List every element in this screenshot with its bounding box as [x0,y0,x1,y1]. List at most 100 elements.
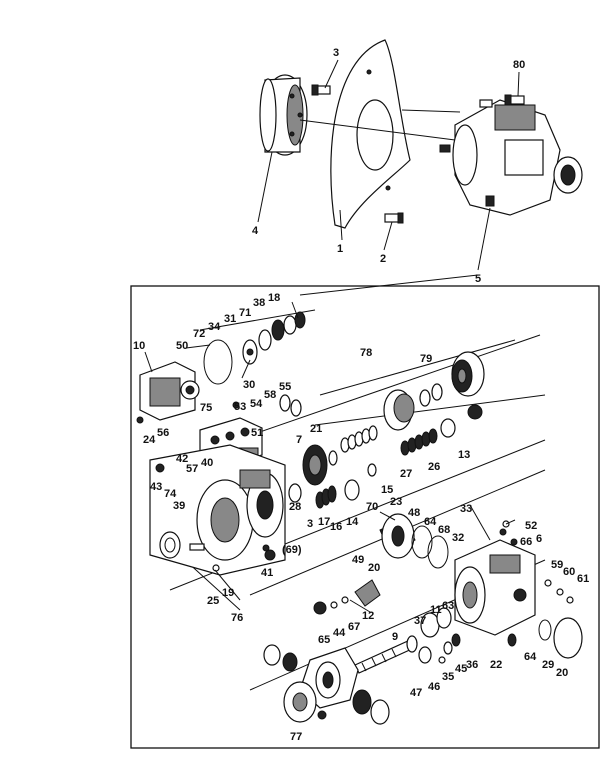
label-20: 20 [368,562,380,574]
label-17: 17 [318,516,330,528]
pin-19 [212,564,220,572]
label-53: 53 [234,401,246,413]
label-10: 10 [133,340,145,352]
label-19: 19 [222,587,234,599]
spool-assembly [288,463,377,509]
ring-13a [440,418,456,438]
label-12: 12 [362,610,374,622]
label-27: 27 [400,468,412,480]
washer-67 [341,596,349,604]
label-67: 67 [348,621,360,633]
label-59: 59 [551,559,563,571]
label-79: 79 [420,353,432,365]
spring-21 [340,425,378,453]
label-60: 60 [563,566,575,578]
label-48: 48 [408,507,420,519]
o-ring-68 [427,535,449,569]
label-40: 40 [201,457,213,469]
seal-ring-inner [164,537,176,553]
label-16: 16 [330,521,342,533]
label-54: 54 [250,398,263,410]
label-61: 61 [577,573,589,585]
label-5: 5 [475,273,481,285]
seal-77d [370,699,390,725]
ring-63 [436,607,452,629]
label-1: 1 [337,243,343,255]
top-assembly [257,39,583,296]
o-ring-50 [203,339,233,385]
ring-58 [279,394,291,412]
label-43: 43 [150,481,162,493]
hydraulic-pump-assembly [439,99,583,216]
ring-45 [443,641,453,655]
label-7: 7 [296,434,302,446]
label-71: 71 [239,307,251,319]
label-75: 75 [200,402,212,414]
label-24: 24 [143,434,156,446]
main-pump-housing [149,444,286,576]
gear-7 [302,444,328,486]
bolt-2 [384,212,404,224]
label-77: 77 [290,731,302,743]
label-33: 33 [460,503,472,515]
label-3b: 3 [307,518,313,530]
front-housing-6 [454,528,536,636]
label-30: 30 [243,379,255,391]
seal-77b [282,652,298,672]
rear-gear-pump [139,361,200,421]
label-51: 51 [251,427,263,439]
nut-65 [313,601,327,615]
coupling-30 [242,311,306,365]
label-52: 52 [525,520,537,532]
plug-22 [507,633,517,647]
flywheel-coupling [259,74,308,156]
label-63: 63 [442,600,454,612]
ball-35 [438,656,446,664]
ring-55 [290,399,302,417]
bolt-53 [232,401,240,409]
label-78: 78 [360,347,372,359]
label-25: 25 [207,595,219,607]
label-32: 32 [452,532,464,544]
label-3: 3 [333,47,339,59]
washer-44 [330,601,338,609]
label-2: 2 [380,253,386,265]
label-47: 47 [410,687,422,699]
bolt-41 [262,544,270,552]
spline-gear-79 [451,351,485,397]
end-cover-29 [538,617,583,659]
plug-60 [556,588,564,596]
label-74: 74 [164,488,177,500]
label-28: 28 [289,501,301,513]
label-21: 21 [310,423,322,435]
label-15: 15 [381,484,393,496]
plug-61 [566,596,574,604]
ring-9 [328,450,338,466]
washer-46 [418,646,432,664]
label-46: 46 [428,681,440,693]
label-9: 9 [392,631,398,643]
ring-36 [451,633,461,647]
piston-78 [383,389,415,431]
seal-77a [263,644,281,666]
bolt-3 [311,84,331,96]
label-18: 18 [268,292,280,304]
o-ring-64 [411,525,433,559]
label-11: 11 [430,604,442,616]
ring-79a [419,389,431,407]
label-29: 29 [542,659,554,671]
label-65: 65 [318,634,330,646]
label-34: 34 [208,321,221,333]
part-labels: 18 71 38 34 31 72 50 10 30 55 58 53 54 7… [133,292,589,743]
label-20b: 20 [556,667,568,679]
pin [189,543,205,551]
label-22: 22 [490,659,502,671]
label-14: 14 [346,516,359,528]
exploded-view-frame [130,285,600,749]
label-72: 72 [193,328,205,340]
plug-13 [467,404,483,420]
label-31: 31 [224,313,236,325]
label-35: 35 [442,671,454,683]
label-41: 41 [261,567,273,579]
